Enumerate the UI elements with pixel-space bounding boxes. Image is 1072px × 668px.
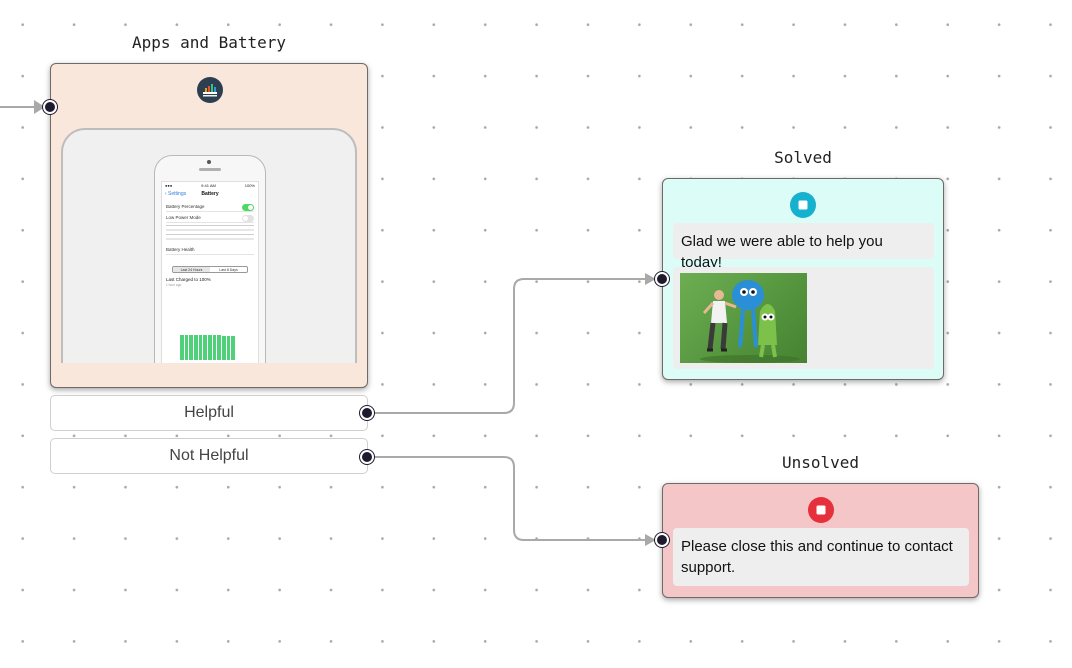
solved-title: Solved — [774, 148, 832, 167]
unsolved-input-port[interactable] — [655, 533, 669, 547]
not-helpful-output-port[interactable] — [360, 450, 374, 464]
not-helpful-connector — [368, 456, 648, 541]
helpful-connector — [368, 278, 648, 414]
unsolved-title: Unsolved — [781, 453, 860, 472]
iphone-screen: ●●● 9:41 AM 100% ‹ Settings Battery Batt… — [161, 181, 259, 363]
iphone-mockup: ●●● 9:41 AM 100% ‹ Settings Battery Batt… — [154, 155, 266, 363]
unsolved-node[interactable]: Please close this and continue to contac… — [662, 483, 979, 598]
solved-input-port[interactable] — [655, 272, 669, 286]
last-charged-label: Last Charged to 100% — [166, 277, 211, 282]
stop-icon — [808, 497, 834, 523]
option-helpful[interactable]: Helpful — [50, 395, 368, 431]
unsolved-message: Please close this and continue to contac… — [673, 528, 969, 586]
time-segment-control: Last 24 Hours Last 8 Days — [172, 266, 248, 273]
battery-health-row: Battery Health — [166, 245, 254, 255]
toggle-off-icon — [242, 215, 254, 222]
option-not-helpful[interactable]: Not Helpful — [50, 438, 368, 474]
toggle-on-icon — [242, 204, 254, 211]
solved-media-card — [673, 267, 934, 369]
battery-level-chart — [180, 334, 236, 360]
low-power-description — [166, 225, 254, 243]
helpful-arrowhead — [645, 273, 656, 285]
mascots-image — [680, 273, 807, 363]
helpful-output-port[interactable] — [360, 406, 374, 420]
apps-battery-input-port[interactable] — [43, 100, 57, 114]
battery-percentage-row: Battery Percentage — [166, 202, 254, 212]
battery-settings-image: ●●● 9:41 AM 100% ‹ Settings Battery Batt… — [61, 128, 357, 363]
solved-node[interactable]: Glad we were able to help you today! — [662, 178, 944, 380]
solved-message: Glad we were able to help you today! — [673, 223, 934, 271]
incoming-arrowhead — [34, 100, 45, 114]
stop-icon — [790, 192, 816, 218]
apps-battery-node[interactable]: ●●● 9:41 AM 100% ‹ Settings Battery Batt… — [50, 63, 368, 388]
last-charged-time: 1 hour ago — [166, 283, 182, 287]
not-helpful-arrowhead — [645, 534, 656, 546]
apps-battery-title: Apps and Battery — [131, 33, 287, 52]
bar-chart-icon — [197, 77, 223, 103]
low-power-row: Low Power Mode — [166, 213, 254, 223]
status-bar: ●●● 9:41 AM 100% — [165, 183, 255, 188]
